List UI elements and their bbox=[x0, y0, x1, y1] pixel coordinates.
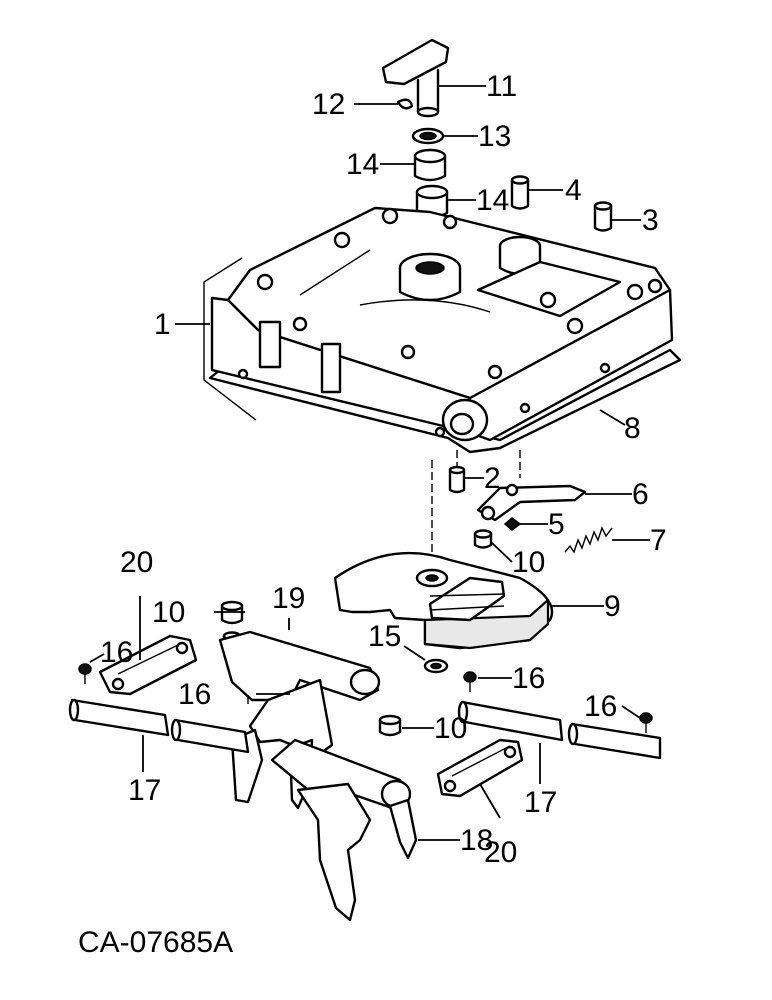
callout-14-lower: 14 bbox=[476, 184, 509, 217]
callout-13: 13 bbox=[478, 120, 511, 153]
callout-11: 11 bbox=[486, 70, 517, 103]
woodruff-key bbox=[396, 98, 414, 110]
figure-code: CA-07685A bbox=[78, 926, 233, 959]
callout-16-c: 16 bbox=[512, 662, 545, 695]
dowel-pin-4 bbox=[510, 175, 530, 210]
shifter-cover-housing bbox=[203, 206, 674, 442]
bushing-10-right bbox=[378, 714, 402, 737]
callout-3: 3 bbox=[642, 204, 659, 237]
guide-block-right bbox=[436, 738, 524, 798]
shift-rail-right bbox=[457, 700, 662, 760]
callout-12: 12 bbox=[312, 88, 345, 121]
shift-rail-left bbox=[68, 698, 250, 754]
callout-2: 2 bbox=[484, 462, 501, 495]
washer-15 bbox=[423, 658, 449, 674]
detent-spring bbox=[564, 526, 613, 554]
callout-17-right: 17 bbox=[524, 786, 557, 819]
guide-block-left bbox=[98, 634, 198, 696]
callout-15: 15 bbox=[368, 620, 401, 653]
callout-7: 7 bbox=[650, 524, 667, 557]
bushing-10-upper bbox=[473, 529, 493, 549]
bushing-10-left bbox=[220, 600, 244, 625]
interlock-plate bbox=[476, 483, 587, 522]
callout-16-b: 16 bbox=[178, 678, 211, 711]
upper-bushing bbox=[413, 148, 447, 182]
callout-5: 5 bbox=[548, 508, 565, 541]
shifter-fork-lower bbox=[270, 738, 418, 922]
set-screw-d bbox=[639, 712, 653, 733]
callout-9: 9 bbox=[604, 590, 621, 623]
callout-18: 18 bbox=[460, 824, 493, 857]
seal-ring bbox=[411, 127, 445, 145]
callout-8: 8 bbox=[624, 412, 641, 445]
callout-10-right: 10 bbox=[434, 712, 467, 745]
selector-plate-assembly bbox=[333, 551, 554, 650]
callout-14-upper: 14 bbox=[346, 148, 379, 181]
callout-6: 6 bbox=[632, 478, 649, 511]
shift-lever-shaft bbox=[381, 38, 450, 118]
callout-16-a: 16 bbox=[100, 636, 133, 669]
dowel-pin-3 bbox=[593, 201, 613, 232]
set-screw-a bbox=[78, 663, 92, 684]
callout-19: 19 bbox=[272, 582, 305, 615]
callout-10-left: 10 bbox=[152, 596, 185, 629]
set-screw-c bbox=[463, 671, 477, 692]
callout-17-left: 17 bbox=[128, 774, 161, 807]
callout-20-right: 20 bbox=[484, 836, 517, 869]
callout-10-top: 10 bbox=[512, 546, 545, 579]
pin-2 bbox=[448, 465, 466, 494]
callout-4: 4 bbox=[565, 174, 582, 207]
washer-5 bbox=[503, 517, 522, 531]
callout-16-d: 16 bbox=[584, 690, 617, 723]
callout-20-left: 20 bbox=[120, 546, 153, 579]
leader-lines bbox=[89, 85, 650, 841]
callout-1: 1 bbox=[154, 308, 171, 341]
